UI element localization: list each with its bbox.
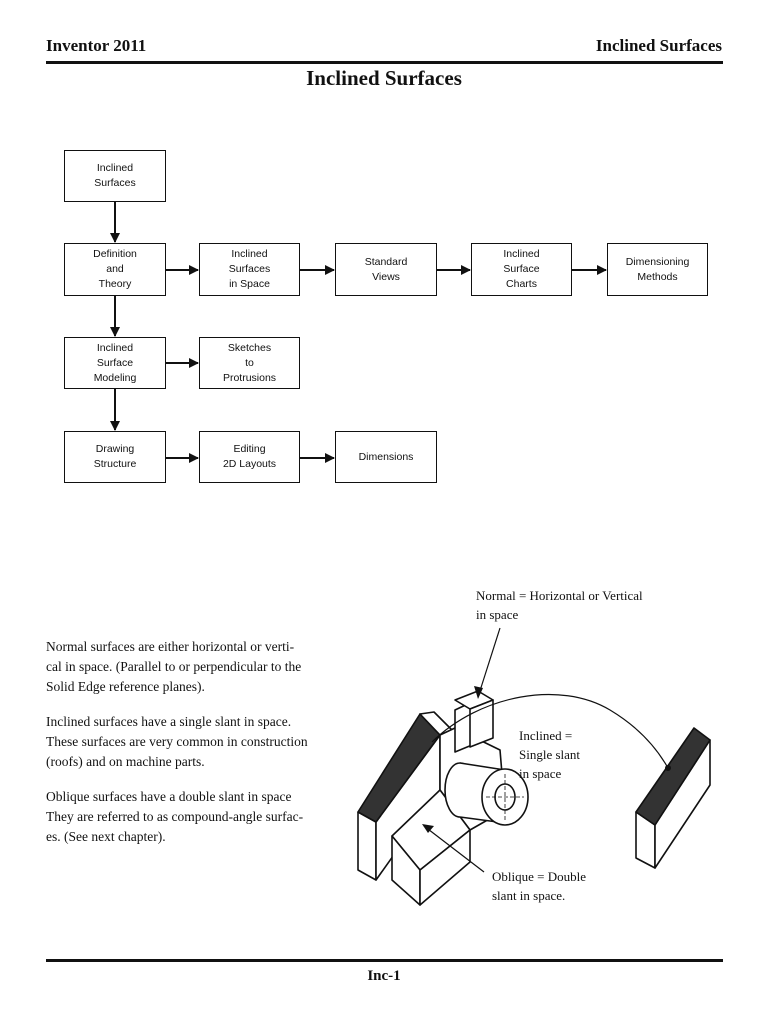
box-definition-theory: Definition and Theory (64, 243, 166, 296)
box-drawing-structure: Drawing Structure (64, 431, 166, 483)
box-standard-views: Standard Views (335, 243, 437, 296)
box-sketches-to-protrusions: Sketches to Protrusions (199, 337, 300, 389)
header-rule (46, 61, 723, 64)
leader-inclined-curve (431, 693, 669, 769)
footer-rule (46, 959, 723, 962)
part-tab-face (469, 699, 494, 748)
header-chapter-title: Inclined Surfaces (595, 36, 722, 55)
box-inclined-surface-charts: Inclined Surface Charts (471, 243, 572, 296)
box-inclined-surfaces: Inclined Surfaces (64, 150, 166, 202)
box-dimensions: Dimensions (335, 431, 437, 483)
paragraph-normal-surfaces: Normal surfaces are either horizontal or… (46, 639, 302, 694)
box-dimensioning-methods: Dimensioning Methods (607, 243, 708, 296)
right-block-inclined-surface (635, 727, 711, 826)
part-left-block-front (357, 811, 377, 881)
leader-normal (477, 627, 501, 698)
paragraph-oblique-surfaces: Oblique surfaces have a double slant in … (46, 789, 304, 844)
page-number: Inc-1 (367, 968, 401, 984)
box-inclined-in-space: Inclined Surfaces in Space (199, 243, 300, 296)
box-editing-2d-layouts: Editing 2D Layouts (199, 431, 300, 483)
leader-oblique (423, 825, 485, 873)
callout-oblique: Oblique = Double slant in space. (492, 869, 586, 903)
page-title: Inclined Surfaces (306, 66, 462, 90)
callout-inclined: Inclined = Single slant in space (519, 728, 581, 781)
header-book-title: Inventor 2011 (46, 36, 147, 55)
callout-normal: Normal = Horizontal or Vertical in space (476, 588, 643, 622)
paragraph-inclined-surfaces: Inclined surfaces have a single slant in… (46, 714, 308, 769)
box-inclined-surface-modeling: Inclined Surface Modeling (64, 337, 166, 389)
